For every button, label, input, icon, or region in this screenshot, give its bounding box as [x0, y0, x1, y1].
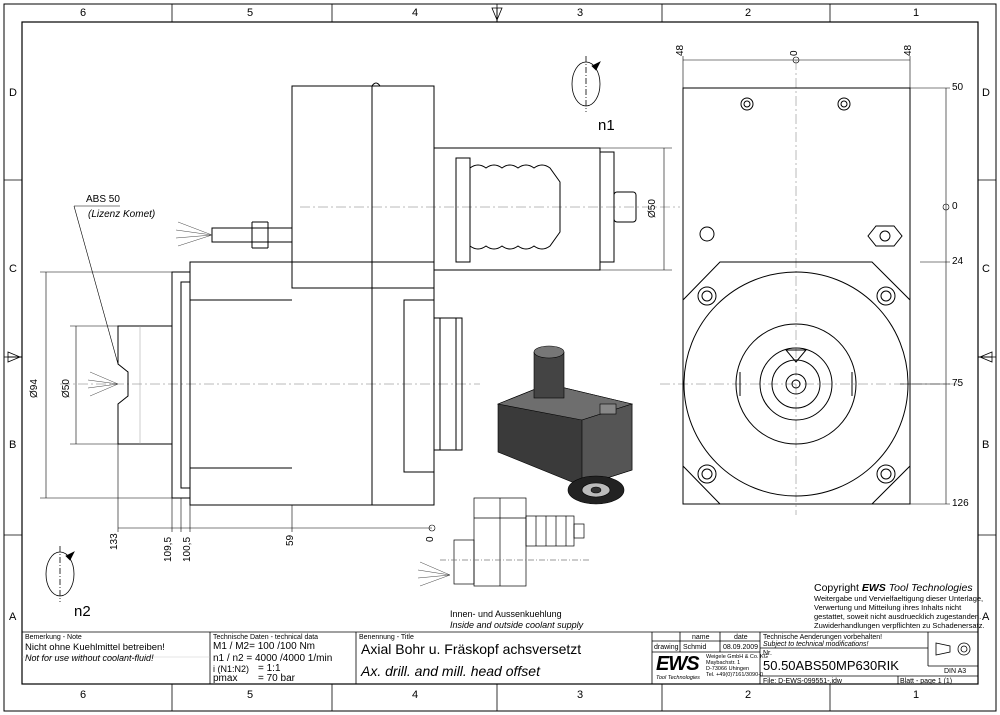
- dim-75-right: 75: [952, 378, 964, 389]
- address-line-4: Tel. +49(0)7161/3090-0: [706, 672, 764, 678]
- dimension-lines: [40, 56, 950, 532]
- abs-label: ABS 50: [86, 194, 120, 205]
- copyright-line-4: Zuwiderhandlungen verpflichten zu Schade…: [814, 621, 985, 630]
- remark-de: Nicht ohne Kuehlmittel betreiben!: [25, 642, 165, 653]
- row-label-right-d: D: [982, 87, 990, 99]
- dim-50-right: 50: [952, 82, 964, 93]
- file-name: File: D-EWS-099551-.idw: [763, 678, 842, 685]
- number-label: Nr.: [763, 650, 772, 657]
- rotation-symbols: [45, 56, 601, 602]
- col-date-label: date: [734, 634, 748, 641]
- copyright-line-1: Weitergabe und Vervielfaeltigung dieser …: [814, 594, 984, 603]
- row-label-right-c: C: [982, 263, 990, 275]
- row-label-right-b: B: [982, 439, 990, 451]
- part-number: 50.50ABS50MP630RIK: [763, 658, 899, 673]
- column-label-2: 2: [745, 7, 752, 19]
- column-label-bottom-2: 2: [745, 689, 752, 701]
- diameter-50-left: Ø50: [61, 379, 72, 398]
- pmax-value: = 70 bar: [258, 673, 295, 684]
- dim-0-right: 0: [952, 201, 958, 212]
- section-sketch: [440, 497, 590, 587]
- column-label-3: 3: [577, 7, 584, 19]
- remark-label: Bemerkung - Note: [25, 634, 82, 641]
- dim-109-5: 109,5: [163, 536, 174, 562]
- sheet-page: Blatt - page 1 (1): [900, 678, 953, 685]
- dim-0-top: 0: [789, 50, 800, 56]
- dim-126-right: 126: [952, 498, 969, 509]
- title-label: Benennung - Title: [359, 634, 414, 641]
- torque-spec: M1 / M2= 100 /100 Nm: [213, 641, 315, 652]
- column-label-4: 4: [412, 7, 419, 19]
- column-label-6: 6: [80, 7, 87, 19]
- tech-data-label: Technische Daten - technical data: [213, 634, 319, 641]
- dim-0-bottom: 0: [425, 536, 436, 542]
- ews-logo: EWS: [656, 653, 700, 675]
- din-format: DIN A3: [944, 668, 967, 675]
- col-name-label: name: [692, 634, 710, 641]
- n2-label: n2: [74, 603, 91, 620]
- dim-48-left: 48: [675, 44, 686, 56]
- column-label-1: 1: [913, 7, 920, 19]
- column-label-bottom-4: 4: [412, 689, 419, 701]
- ratio-value: = 1:1: [258, 663, 281, 674]
- drawer-name: Schmid: [683, 644, 707, 651]
- center-lines: [60, 60, 960, 515]
- diameter-94: Ø94: [29, 379, 40, 398]
- abs-license-label: (Lizenz Komet): [88, 209, 156, 220]
- column-label-5: 5: [247, 7, 254, 19]
- dim-100-5: 100,5: [182, 536, 193, 562]
- coolant-spray: [87, 221, 451, 587]
- drawing-row-label: drawing: [654, 644, 679, 651]
- drawing-frame: [3, 3, 997, 712]
- speed-spec: n1 / n2 = 4000 /4000 1/min: [213, 653, 333, 664]
- row-label-b: B: [9, 439, 17, 451]
- change-note-de: Technische Aenderungen vorbehalten!: [763, 634, 883, 641]
- row-label-c: C: [9, 263, 17, 275]
- front-view: [682, 87, 911, 505]
- change-note-en: Subject to technical modifications!: [763, 641, 869, 648]
- drawing-title-en: Ax. drill. and mill. head offset: [361, 663, 540, 679]
- n1-label: n1: [598, 117, 615, 134]
- dim-133: 133: [109, 533, 120, 550]
- copyright-line-3: gestattet, soweit nicht ausdruecklich zu…: [814, 612, 982, 621]
- copyright-line-2: Verwertung und Mitteilung ihres Inhalts …: [814, 603, 962, 612]
- column-label-bottom-5: 5: [247, 689, 254, 701]
- pmax-label: pmax: [213, 673, 238, 684]
- address-line-2: Maybachstr. 1: [706, 660, 741, 666]
- drawing-date: 08.09.2009: [723, 644, 759, 651]
- diameter-50-upper: Ø50: [647, 199, 658, 218]
- copyright-heading: Copyright EWS Tool Technologies: [814, 582, 973, 594]
- row-label-a: A: [9, 611, 17, 623]
- title-block-lines: [22, 631, 978, 684]
- isometric-render: [496, 345, 634, 505]
- drawing-title-de: Axial Bohr u. Fräskopf achsversetzt: [361, 641, 582, 657]
- address-line-3: D-73066 Uhingen: [706, 666, 750, 672]
- column-label-bottom-6: 6: [80, 689, 87, 701]
- column-label-bottom-3: 3: [577, 689, 584, 701]
- remark-en: Not for use without coolant-fluid!: [25, 653, 154, 663]
- column-label-bottom-1: 1: [913, 689, 920, 701]
- ews-logo-subtitle: Tool Technologies: [656, 675, 700, 681]
- dim-48-right: 48: [903, 44, 914, 56]
- side-view: [117, 82, 637, 506]
- dim-24-right: 24: [952, 256, 964, 267]
- row-label-right-a: A: [982, 611, 990, 623]
- row-label-d: D: [9, 87, 17, 99]
- dim-59: 59: [285, 534, 296, 546]
- address-line-1: Weigele GmbH & Co. KG: [706, 654, 768, 660]
- coolant-note-en: Inside and outside coolant supply: [450, 620, 584, 630]
- ratio-label: i (N1:N2): [213, 664, 250, 674]
- coolant-note-de: Innen- und Aussenkuehlung: [450, 609, 562, 619]
